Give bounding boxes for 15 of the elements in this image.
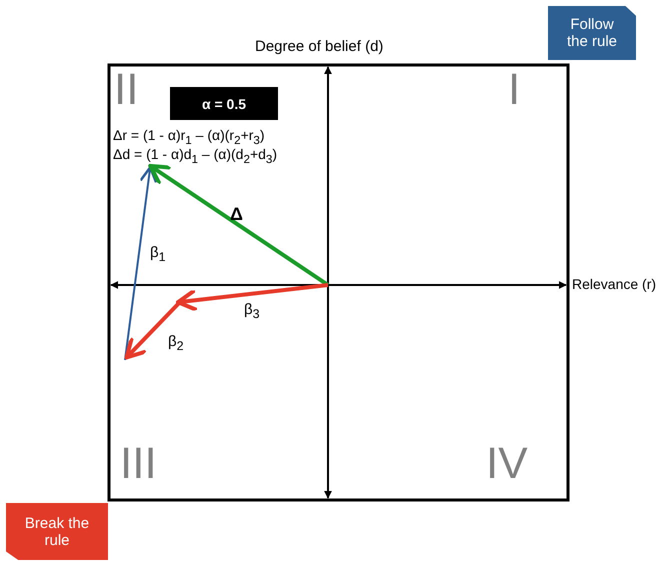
axis-label: Degree of belief (d): [255, 39, 384, 56]
quadrant-numeral: I: [508, 66, 520, 114]
formula: Δr = (1 - α)r$_{1}$ – (α)(r$_{2}$+r$_{3}$): [113, 128, 265, 148]
callout-tab: Break the rule: [6, 503, 108, 560]
quadrant-numeral: II: [114, 66, 138, 114]
axis-label: Relevance (r): [572, 277, 656, 292]
callout-tab: Follow the rule: [548, 6, 636, 60]
vector-label: β$_{2}$: [168, 334, 184, 354]
quadrant-numeral: III: [120, 440, 157, 488]
formula: Δd = (1 - α)d$_{1}$ – (α)(d$_{2}$+d$_{3}$): [113, 147, 278, 167]
vector-label: β$_{3}$: [244, 302, 260, 322]
quadrant-numeral: IV: [486, 440, 528, 488]
parameter-box: α = 0.5: [170, 87, 278, 120]
vector-label: Δ: [230, 205, 243, 225]
vector-label: β$_{1}$: [150, 245, 166, 265]
